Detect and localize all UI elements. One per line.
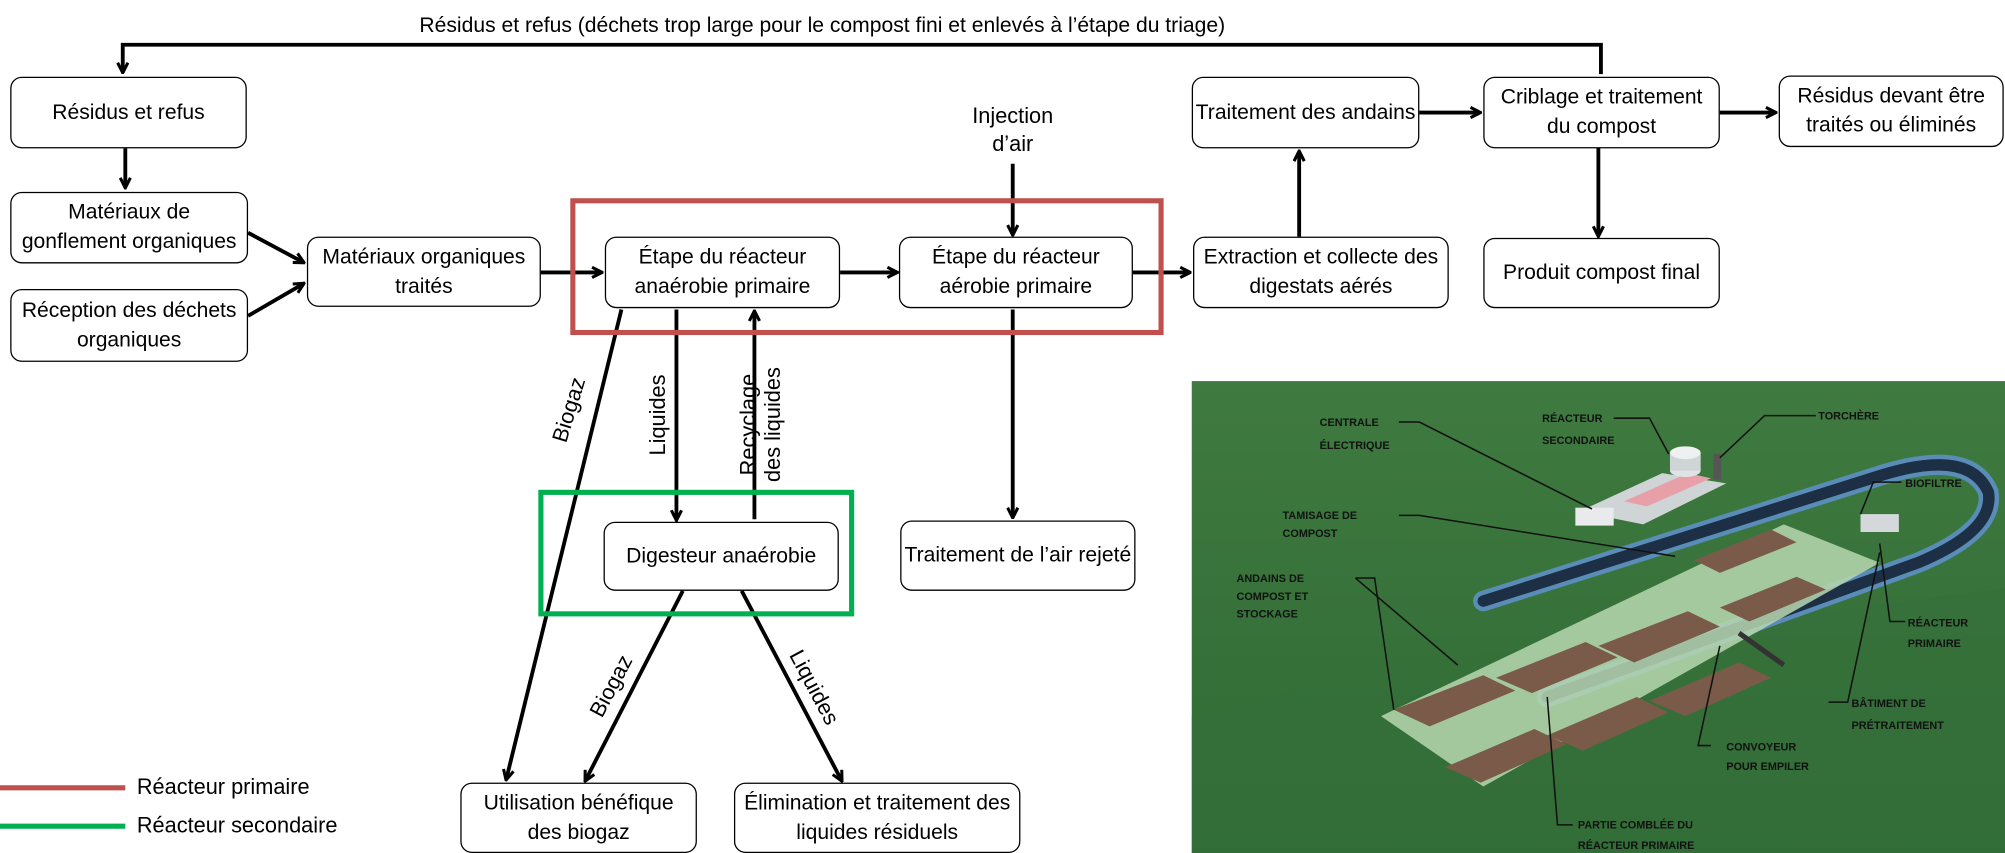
arrow-gonflement-to-traites xyxy=(247,231,303,262)
box-residus-refus: Résidus et refus xyxy=(10,76,247,149)
photo-label-andains-1: ANDAINS DE xyxy=(1237,573,1305,585)
photo-label-centrale-2: ÉLECTRIQUE xyxy=(1320,439,1390,452)
box-utilisation-biogaz: Utilisation bénéfique des biogaz xyxy=(460,782,697,853)
photo-label-andains-3: STOCKAGE xyxy=(1237,609,1298,621)
legend-secondary-label: Réacteur secondaire xyxy=(136,813,338,838)
photo-label-partie-2: RÉACTEUR PRIMAIRE xyxy=(1578,839,1694,852)
arrow-digesteur-biogaz xyxy=(586,589,685,780)
photo-label-reacteur-prim-2: PRIMAIRE xyxy=(1908,638,1961,650)
photo-label-tamisage-2: COMPOST xyxy=(1283,528,1338,540)
photo-label-partie-1: PARTIE COMBLÉE DU xyxy=(1578,819,1693,832)
box-reacteur-anaerobie: Étape du réacteur anaérobie primaire xyxy=(604,236,841,309)
arrow-digesteur-liquides xyxy=(739,589,842,780)
photo-label-reacteur-sec-1: RÉACTEUR xyxy=(1542,412,1602,425)
photo-label-torchere: TORCHÈRE xyxy=(1818,409,1879,422)
photo-label-batiment-2: PRÉTRAITEMENT xyxy=(1852,719,1945,732)
arrow-reception-to-traites xyxy=(247,284,303,318)
box-traitement-air: Traitement de l’air rejeté xyxy=(900,520,1136,591)
facility-rendering-image: CENTRALE ÉLECTRIQUE RÉACTEUR SECONDAIRE … xyxy=(1191,381,2005,853)
box-residus-elimines: Résidus devant être traités ou éliminés xyxy=(1778,75,2004,148)
arrow-label-recyclage-line1: Recyclage xyxy=(736,373,761,476)
photo-label-andains-2: COMPOST ET xyxy=(1237,591,1309,603)
legend-primary-label: Réacteur primaire xyxy=(136,774,310,800)
residus-feedback-arrow xyxy=(123,42,1603,75)
box-produit-final: Produit compost final xyxy=(1483,237,1720,309)
box-materiaux-gonflement: Matériaux de gonflement organiques xyxy=(10,191,249,264)
photo-label-batiment-1: BÂTIMENT DE xyxy=(1852,697,1926,710)
box-extraction: Extraction et collecte des digestats aér… xyxy=(1193,236,1449,309)
arrow-biogaz-to-utilisation xyxy=(506,309,624,778)
top-loop-label: Résidus et refus (déchets trop large pou… xyxy=(419,14,1226,38)
photo-label-biofiltre: BIOFILTRE xyxy=(1905,478,1962,490)
primary-reactor-outline xyxy=(570,198,1164,336)
box-reacteur-aerobie: Étape du réacteur aérobie primaire xyxy=(898,236,1133,309)
photo-label-reacteur-prim-1: RÉACTEUR xyxy=(1908,617,1968,630)
box-elimination-liquides: Élimination et traitement des liquides r… xyxy=(733,782,1021,853)
injection-air-label: Injection d’air xyxy=(972,103,1054,157)
box-reception-dechets: Réception des déchets organiques xyxy=(10,289,249,362)
secondary-reactor-outline xyxy=(538,489,855,617)
photo-label-convoyeur-2: POUR EMPILER xyxy=(1726,761,1809,773)
arrow-label-recyclage: Recyclage des liquides xyxy=(736,367,785,482)
arrow-label-liquides-1: Liquides xyxy=(645,374,671,456)
box-digesteur: Digesteur anaérobie xyxy=(603,521,839,591)
arrow-label-recyclage-line2: des liquides xyxy=(760,367,785,482)
box-materiaux-traites: Matériaux organiques traités xyxy=(306,236,541,307)
box-traitement-andains: Traitement des andains xyxy=(1191,76,1420,149)
photo-label-tamisage-1: TAMISAGE DE xyxy=(1283,510,1358,522)
box-criblage: Criblage et traitement du compost xyxy=(1483,76,1720,149)
photo-label-reacteur-sec-2: SECONDAIRE xyxy=(1542,435,1614,447)
photo-label-convoyeur-1: CONVOYEUR xyxy=(1726,742,1796,754)
photo-label-centrale-1: CENTRALE xyxy=(1320,417,1379,429)
